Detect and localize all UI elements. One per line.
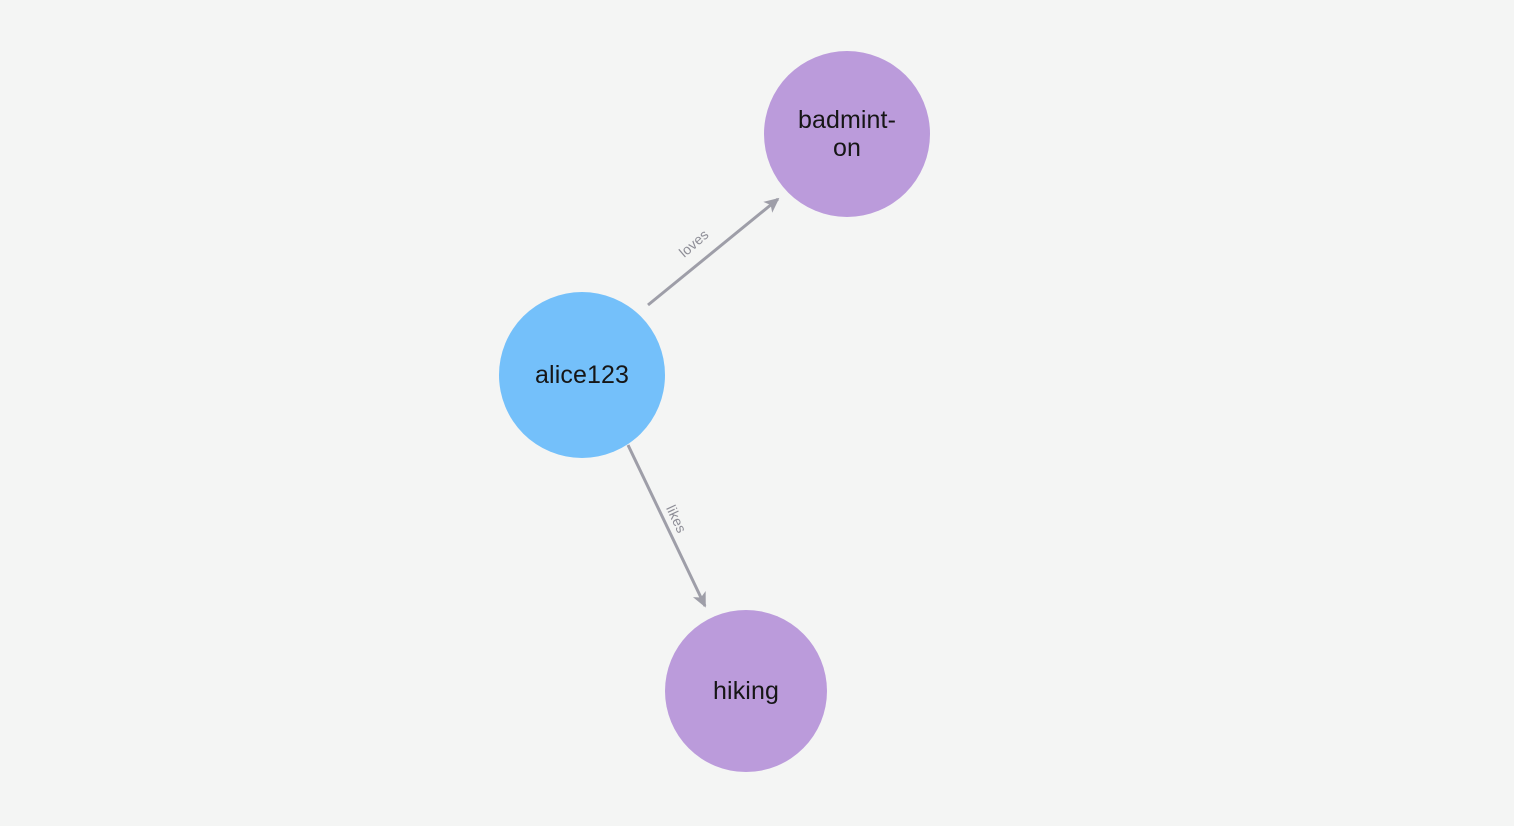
node-label: badmint- on bbox=[797, 106, 897, 162]
node-label: alice123 bbox=[535, 361, 629, 389]
edge-alice123-loves-badminton[interactable]: loves bbox=[647, 197, 780, 307]
node-label: hiking bbox=[713, 677, 779, 705]
graph-node-badminton[interactable]: badmint- on bbox=[764, 51, 930, 217]
graph-node-hiking[interactable]: hiking bbox=[665, 610, 827, 772]
edge-line[interactable] bbox=[626, 444, 707, 608]
edge-alice123-likes-hiking[interactable]: likes bbox=[626, 444, 707, 608]
edge-label-loves: loves bbox=[676, 226, 712, 260]
edge-label-likes: likes bbox=[663, 502, 690, 535]
edge-line[interactable] bbox=[647, 197, 780, 307]
graph-node-alice123[interactable]: alice123 bbox=[499, 292, 665, 458]
